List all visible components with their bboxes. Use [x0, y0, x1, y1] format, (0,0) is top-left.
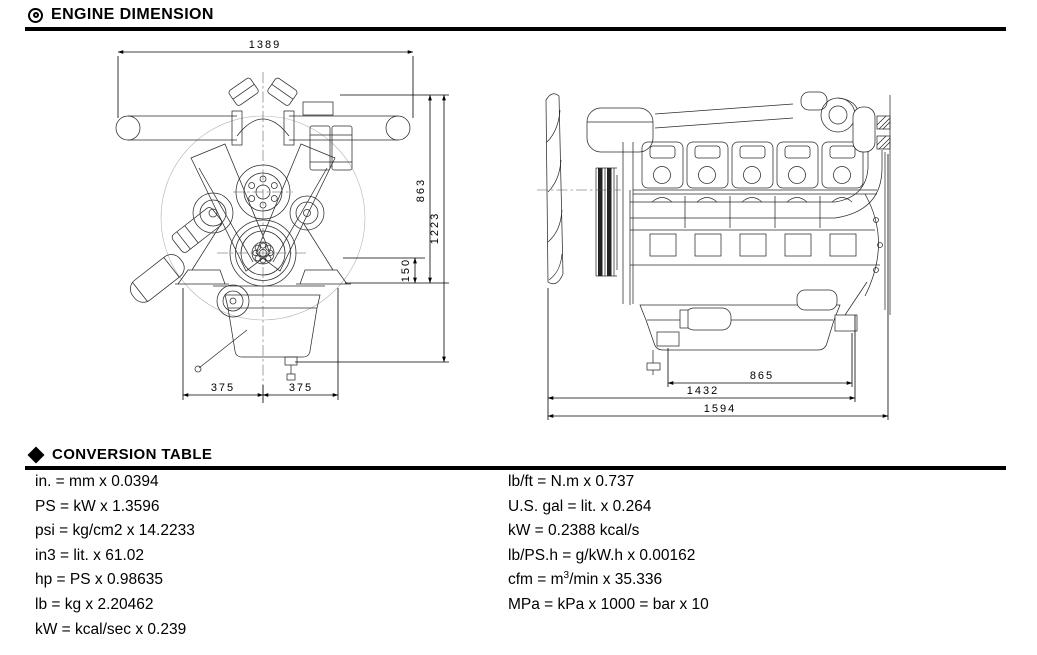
header-rule: [25, 27, 1006, 31]
bullseye-icon: [28, 7, 43, 23]
conversion-row: PS = kW x 1.3596: [35, 497, 160, 515]
front-view-centerlines: [217, 72, 309, 402]
conversion-row: lb = kg x 2.20462: [35, 595, 154, 613]
dim-mount-span: 865: [750, 370, 774, 382]
conversion-right-column: lb/ft = N.m x 0.737 U.S. gal = lit. x 0.…: [508, 470, 709, 618]
dim-overall-height: 1223: [429, 212, 441, 244]
dim-foot-right: 375: [289, 382, 313, 394]
conversion-row: psi = kg/cm2 x 14.2233: [35, 522, 195, 540]
conversion-row: hp = PS x 0.98635: [35, 571, 163, 589]
side-view-dimension-lines: [547, 154, 889, 420]
conversion-row-cfm: cfm = m3/min x 35.336: [508, 568, 709, 593]
conversion-table-title: CONVERSION TABLE: [52, 446, 213, 463]
conversion-row: in. = mm x 0.0394: [35, 473, 159, 490]
conversion-row: in3 = lit. x 61.02: [35, 546, 144, 564]
page-title: ENGINE DIMENSION: [51, 6, 214, 23]
dim-overall-length: 1594: [704, 403, 736, 415]
conversion-row: lb/ft = N.m x 0.737: [508, 473, 635, 490]
diamond-icon: [27, 446, 45, 463]
cfm-pre: cfm = m: [508, 571, 564, 589]
conversion-row: MPa = kPa x 1000 = bar x 10: [508, 595, 709, 613]
cfm-post: /min x 35.336: [569, 571, 663, 589]
cfm-sup: 3: [563, 570, 570, 582]
engine-front-view-drawing: 1389 863 1223 150 375 375: [115, 40, 449, 403]
conversion-left-column: in. = mm x 0.0394 PS = kW x 1.3596 psi =…: [35, 470, 195, 642]
dim-foot-left: 375: [211, 382, 235, 394]
engine-dimension-header: ENGINE DIMENSION: [28, 6, 214, 24]
dim-body-length: 1432: [687, 385, 719, 397]
dim-overall-width: 1389: [249, 40, 281, 51]
conversion-row: kW = kcal/sec x 0.239: [35, 620, 187, 638]
conversion-row: U.S. gal = lit. x 0.264: [508, 497, 652, 515]
front-view-dimension-lines: [117, 50, 449, 403]
conversion-row: lb/PS.h = g/kW.h x 0.00162: [508, 546, 696, 564]
dim-mount-height: 150: [400, 258, 412, 282]
conversion-rule: [25, 466, 1006, 470]
conversion-table-header: CONVERSION TABLE: [27, 446, 213, 463]
conversion-row: kW = 0.2388 kcal/s: [508, 522, 640, 540]
dim-upper-height: 863: [415, 178, 427, 202]
side-view-engine-body: [545, 91, 891, 375]
engine-side-view-drawing: 865 1432 1594: [537, 91, 891, 420]
